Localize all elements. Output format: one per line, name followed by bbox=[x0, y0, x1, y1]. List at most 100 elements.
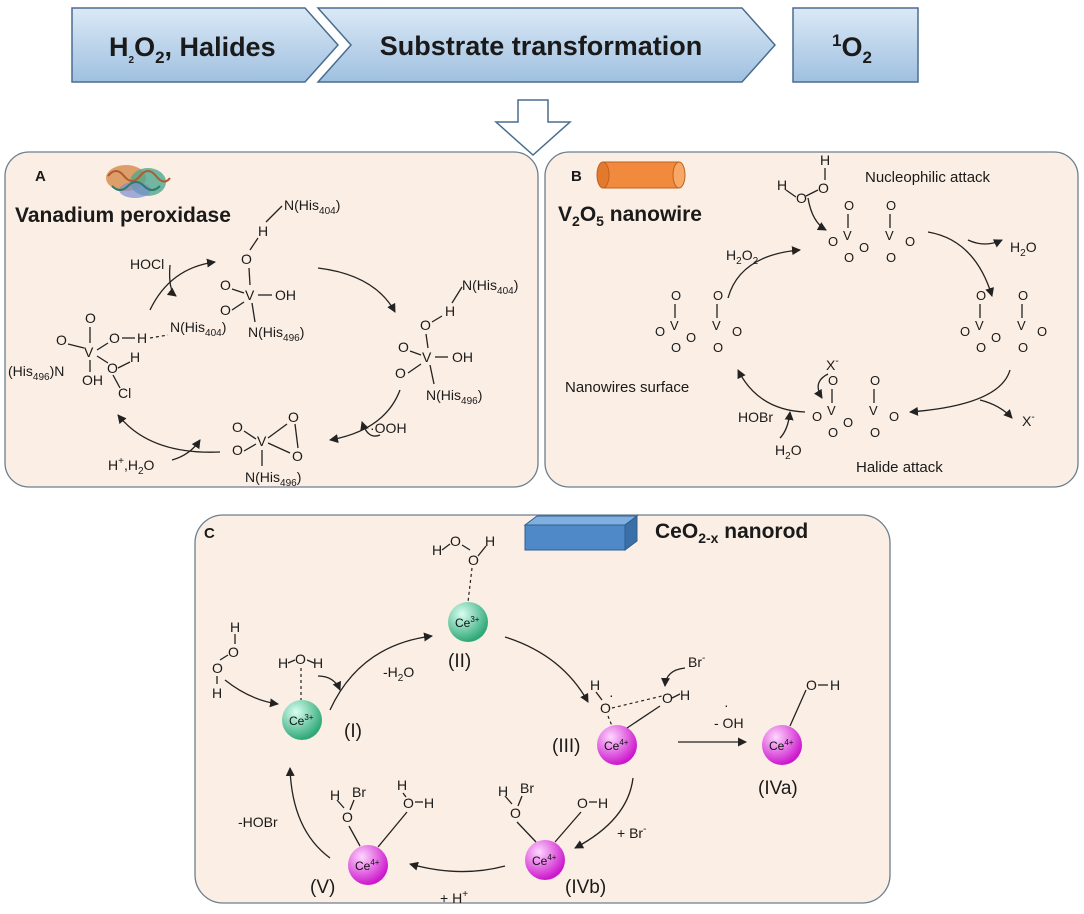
svg-text:H: H bbox=[424, 795, 434, 811]
svg-text:(His496)N: (His496)N bbox=[8, 363, 64, 383]
svg-text:Ce4+: Ce4+ bbox=[532, 853, 557, 868]
svg-text:O: O bbox=[662, 690, 673, 706]
svg-text:O: O bbox=[212, 660, 223, 676]
label-ivb: (IVb) bbox=[565, 877, 606, 898]
svg-text:O: O bbox=[292, 448, 303, 464]
svg-text:Ce3+: Ce3+ bbox=[289, 713, 314, 728]
plus-h-label: + H+ bbox=[440, 889, 468, 906]
arrow-h2o-in-b bbox=[779, 411, 794, 439]
svg-text:H: H bbox=[212, 685, 222, 701]
h2o2-free: H O O H bbox=[212, 619, 240, 701]
svg-text:O: O bbox=[960, 324, 970, 339]
svg-text:O: O bbox=[828, 425, 838, 440]
hobr-on-v: H O Br O H H bbox=[330, 777, 434, 848]
h2o2-on-ii: H O O H bbox=[432, 533, 495, 603]
ce3-sphere-ii: Ce3+ bbox=[448, 602, 488, 642]
svg-text:V: V bbox=[670, 318, 679, 333]
arrow-a-bottom-left bbox=[117, 414, 221, 453]
svg-text:H: H bbox=[820, 152, 830, 168]
svg-text:V: V bbox=[975, 318, 984, 333]
svg-text:V: V bbox=[245, 287, 255, 303]
svg-text:OH: OH bbox=[82, 372, 103, 388]
oh-on-iva: O H bbox=[789, 677, 840, 727]
banner-box-reactants bbox=[71, 7, 340, 83]
panel-b-title: V2O5 nanowire bbox=[558, 203, 702, 229]
ce4-sphere-ivb: Ce4+ bbox=[525, 840, 565, 880]
svg-text:·: · bbox=[724, 697, 729, 713]
svg-text:O: O bbox=[686, 330, 696, 345]
h2o2-molecule: H O O H bbox=[777, 152, 830, 206]
svg-text:O: O bbox=[886, 250, 896, 265]
label-v: (V) bbox=[310, 877, 335, 898]
svg-text:O: O bbox=[655, 324, 665, 339]
panel-c-frame bbox=[194, 514, 891, 904]
arrow-a-right-bottom bbox=[329, 389, 401, 443]
svg-text:O: O bbox=[889, 409, 899, 424]
label-i: (I) bbox=[344, 721, 362, 742]
h2o-out-label: H2O bbox=[1010, 239, 1037, 259]
svg-text:O: O bbox=[228, 644, 239, 660]
ce4-sphere-iii: Ce4+ bbox=[597, 725, 637, 765]
svg-text:H: H bbox=[278, 655, 288, 671]
svg-text:O: O bbox=[859, 240, 869, 255]
ooh-label: ·OOH bbox=[370, 420, 407, 436]
svg-text:OH: OH bbox=[452, 349, 473, 365]
svg-text:O: O bbox=[241, 251, 252, 267]
svg-text:H: H bbox=[397, 777, 407, 793]
svg-text:H: H bbox=[445, 303, 455, 319]
svg-text:V: V bbox=[1017, 318, 1026, 333]
panel-b-label: B bbox=[571, 168, 582, 185]
svg-text:O: O bbox=[107, 360, 118, 376]
svg-text:O: O bbox=[828, 234, 838, 249]
arrow-b-bottom-left bbox=[737, 369, 806, 413]
banner-box-transformation bbox=[316, 7, 777, 83]
svg-text:Br: Br bbox=[520, 780, 534, 796]
nanowires-surface-label: Nanowires surface bbox=[565, 379, 689, 396]
svg-text:O: O bbox=[420, 317, 431, 333]
svg-text:O: O bbox=[510, 805, 521, 821]
svg-text:O: O bbox=[844, 250, 854, 265]
halide-attack-label: Halide attack bbox=[856, 459, 943, 476]
chloro-label: Cl bbox=[118, 385, 131, 401]
svg-text:V: V bbox=[869, 403, 878, 418]
banner-product-label: 1O2 bbox=[832, 31, 872, 67]
svg-text:Ce3+: Ce3+ bbox=[455, 615, 480, 630]
panel-c-label: C bbox=[204, 525, 215, 542]
plus-br-label: + Br- bbox=[617, 824, 646, 841]
svg-text:H: H bbox=[330, 787, 340, 803]
svg-text:O: O bbox=[1018, 340, 1028, 355]
svg-text:O: O bbox=[844, 198, 854, 213]
svg-text:O: O bbox=[56, 332, 67, 348]
svg-text:O: O bbox=[395, 365, 406, 381]
svg-text:O: O bbox=[232, 419, 243, 435]
svg-text:Ce4+: Ce4+ bbox=[355, 858, 380, 873]
svg-text:Ce4+: Ce4+ bbox=[769, 738, 794, 753]
hocl-label: HOCl bbox=[130, 256, 164, 272]
svg-text:O: O bbox=[220, 277, 231, 293]
arrow-hocl-out bbox=[166, 264, 177, 297]
svg-text:H: H bbox=[130, 349, 140, 365]
svg-text:O: O bbox=[577, 795, 588, 811]
panel-a-title: Vanadium peroxidase bbox=[15, 204, 231, 227]
arrow-br-in bbox=[661, 667, 686, 687]
down-arrow bbox=[494, 99, 572, 157]
svg-text:H: H bbox=[680, 687, 690, 703]
svg-text:O: O bbox=[905, 234, 915, 249]
svg-text:O: O bbox=[843, 415, 853, 430]
svg-text:O: O bbox=[671, 340, 681, 355]
svg-text:O: O bbox=[1018, 288, 1028, 303]
svg-text:Ce4+: Ce4+ bbox=[604, 738, 629, 753]
svg-text:O: O bbox=[342, 809, 353, 825]
svg-text:H: H bbox=[313, 655, 323, 671]
svg-text:V: V bbox=[257, 433, 267, 449]
svg-text:V: V bbox=[712, 318, 721, 333]
banner-box-product bbox=[792, 7, 919, 83]
svg-text:H: H bbox=[230, 619, 240, 635]
svg-text:O: O bbox=[468, 552, 479, 568]
svg-text:O: O bbox=[671, 288, 681, 303]
